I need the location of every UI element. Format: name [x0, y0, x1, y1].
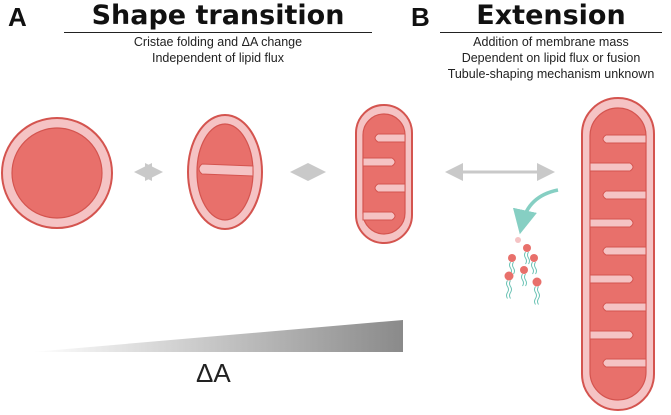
panel-a-letter: A [8, 2, 27, 32]
panel-a-subtitle-line-1: Cristae folding and ΔA change [133, 35, 303, 49]
panel-a-title-rule [64, 32, 372, 33]
panel-b-subtitle-line-3: Tubule-shaping mechanism unknown [447, 67, 655, 81]
oval-mitochondrion [187, 114, 263, 230]
delta-a-label: ΔA [196, 358, 231, 388]
panel-b-title-rule [440, 32, 662, 33]
crista [198, 163, 254, 177]
lipid-arrow [512, 188, 559, 235]
panel-b-letter: B [411, 2, 430, 32]
panel-a-subtitle-line-2: Independent of lipid flux [151, 51, 285, 65]
panel-b-subtitle-line-1: Addition of membrane mass [473, 35, 629, 49]
panel-b-subtitle-line-2: Dependent on lipid flux or fusion [461, 51, 641, 65]
round-mitochondrion [1, 117, 113, 229]
folded-mitochondrion [355, 104, 413, 244]
panel-a-title: Shape transition [91, 0, 345, 31]
panel-b-title: Extension [476, 0, 626, 31]
delta-a-gradient-wedge [32, 320, 403, 352]
extended-mitochondrion [581, 97, 655, 411]
lipid-molecules [504, 237, 542, 305]
